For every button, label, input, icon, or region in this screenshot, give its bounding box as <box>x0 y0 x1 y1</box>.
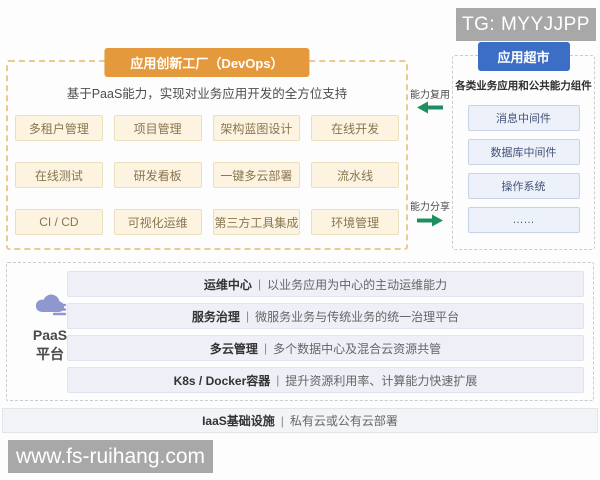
row-separator: | <box>263 341 268 355</box>
devops-capability-grid: 多租户管理 项目管理 架构蓝图设计 在线开发 在线测试 研发看板 一键多云部署 … <box>8 102 406 235</box>
row-separator: | <box>245 309 250 323</box>
devops-factory-subtitle: 基于PaaS能力，实现对业务应用开发的全方位支持 <box>66 87 348 101</box>
devops-factory-title: 应用创新工厂（DevOps） <box>104 48 310 77</box>
watermark-telegram: TG: MYYJJPP <box>456 8 596 41</box>
paas-row-ops-center: 运维中心 | 以业务应用为中心的主动运维能力 <box>67 271 584 297</box>
capability-blueprint-design: 架构蓝图设计 <box>212 115 301 141</box>
capability-online-test: 在线测试 <box>15 162 103 188</box>
arrow-right-icon <box>417 214 443 232</box>
arrow-left-icon <box>417 101 443 119</box>
capability-online-dev: 在线开发 <box>311 115 399 141</box>
paas-row-title: 运维中心 <box>203 277 252 292</box>
devops-factory-box: 应用创新工厂（DevOps） 基于PaaS能力，实现对业务应用开发的全方位支持 … <box>6 48 408 250</box>
capability-multi-tenant: 多租户管理 <box>15 115 103 141</box>
paas-row-title: 多云管理 <box>209 341 258 356</box>
paas-label-line1: PaaS <box>32 327 68 343</box>
store-item-more: …… <box>467 207 580 233</box>
paas-row-k8s-docker: K8s / Docker容器 | 提升资源利用率、计算能力快速扩展 <box>67 367 584 393</box>
capability-project-mgmt: 项目管理 <box>113 115 202 141</box>
capability-3rd-party-tools: 第三方工具集成 <box>212 209 301 235</box>
paas-row-title: 服务治理 <box>191 309 240 324</box>
row-separator: | <box>280 413 284 428</box>
iaas-desc: 私有云或公有云部署 <box>289 414 398 428</box>
paas-rows: 运维中心 | 以业务应用为中心的主动运维能力 服务治理 | 微服务业务与传统业务… <box>67 271 584 393</box>
capability-visual-ops: 可视化运维 <box>113 209 202 235</box>
paas-row-multicloud-mgmt: 多云管理 | 多个数据中心及混合云资源共管 <box>67 335 584 361</box>
paas-label-line2: 平台 <box>36 346 64 362</box>
paas-row-title: K8s / Docker容器 <box>173 373 271 388</box>
paas-row-desc: 多个数据中心及混合云资源共管 <box>273 341 442 356</box>
app-store-items: 消息中间件 数据库中间件 操作系统 …… <box>453 105 594 233</box>
paas-platform-box: PaaS 平台 运维中心 | 以业务应用为中心的主动运维能力 服务治理 | 微服… <box>6 262 594 401</box>
cloud-server-icon <box>32 294 68 322</box>
store-item-os: 操作系统 <box>467 173 580 199</box>
app-store-title: 应用超市 <box>477 42 570 71</box>
app-store-box: 应用超市 各类业务应用和公共能力组件 消息中间件 数据库中间件 操作系统 …… <box>452 42 595 250</box>
iaas-infrastructure-bar: IaaS基础设施 | 私有云或公有云部署 <box>2 408 598 433</box>
row-separator: | <box>276 373 280 387</box>
store-item-db-middleware: 数据库中间件 <box>467 139 580 165</box>
app-store-subtitle: 各类业务应用和公共能力组件 <box>455 80 592 92</box>
capability-pipeline: 流水线 <box>311 162 399 188</box>
watermark-website-text: www.fs-ruihang.com <box>15 444 206 468</box>
capability-flow-column: 能力复用 能力分享 <box>407 60 453 250</box>
paas-side-label: PaaS 平台 <box>21 291 79 364</box>
capability-multicloud-deploy: 一键多云部署 <box>212 162 301 188</box>
watermark-website: www.fs-ruihang.com <box>8 440 213 473</box>
row-separator: | <box>257 277 262 291</box>
capability-ci-cd: CI / CD <box>15 209 103 235</box>
store-item-message-middleware: 消息中间件 <box>467 105 580 131</box>
paas-row-desc: 微服务业务与传统业务的统一治理平台 <box>255 309 460 324</box>
capability-env-mgmt: 环境管理 <box>311 209 399 235</box>
reuse-arrow-label: 能力复用 <box>410 90 450 101</box>
watermark-telegram-text: TG: MYYJJPP <box>462 13 590 35</box>
paas-row-service-governance: 服务治理 | 微服务业务与传统业务的统一治理平台 <box>67 303 584 329</box>
paas-row-desc: 以业务应用为中心的主动运维能力 <box>267 277 448 292</box>
capability-rd-kanban: 研发看板 <box>113 162 202 188</box>
share-arrow-label: 能力分享 <box>410 202 450 213</box>
paas-row-desc: 提升资源利用率、计算能力快速扩展 <box>285 373 478 388</box>
iaas-title: IaaS基础设施 <box>202 414 275 428</box>
